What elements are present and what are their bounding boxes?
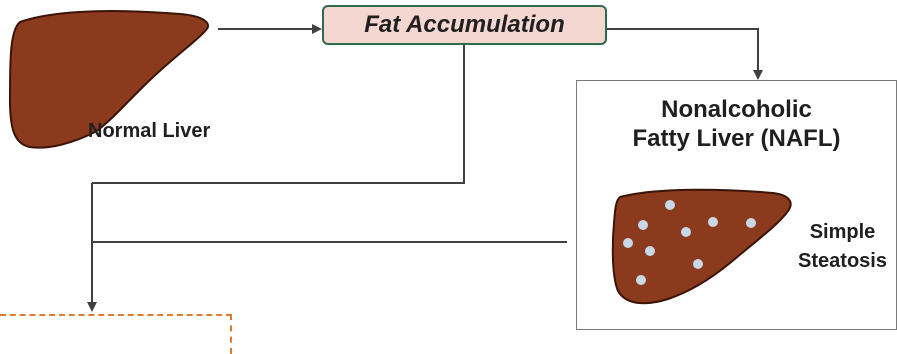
fat-droplet xyxy=(636,275,646,285)
simple-steatosis-label: Simple Steatosis xyxy=(790,218,895,276)
nafl-title: Nonalcoholic Fatty Liver (NAFL) xyxy=(576,96,897,154)
simple-steatosis-line2: Steatosis xyxy=(798,250,887,272)
fat-accumulation-label: Fat Accumulation xyxy=(364,11,565,38)
normal-liver-icon xyxy=(8,10,209,149)
fat-droplet xyxy=(693,259,703,269)
fatty-liver-icon xyxy=(611,188,792,305)
fat-droplet xyxy=(638,220,648,230)
nafl-title-line2: Fatty Liver (NAFL) xyxy=(632,124,841,152)
connector-fat-down xyxy=(92,45,465,184)
diagram-canvas xyxy=(8,10,763,312)
fat-droplet xyxy=(645,246,655,256)
arrow-to-nafl xyxy=(607,28,763,80)
fat-droplet xyxy=(681,227,691,237)
fat-droplet xyxy=(746,218,756,228)
fat-droplet xyxy=(665,200,675,210)
next-stage-box xyxy=(0,314,232,354)
normal-liver-label: Normal Liver xyxy=(88,120,211,142)
fat-accumulation-box: Fat Accumulation xyxy=(322,5,607,45)
nafl-title-line1: Nonalcoholic xyxy=(661,96,812,123)
simple-steatosis-line1: Simple xyxy=(809,221,876,243)
fat-droplet xyxy=(623,238,633,248)
fat-droplet xyxy=(708,217,718,227)
